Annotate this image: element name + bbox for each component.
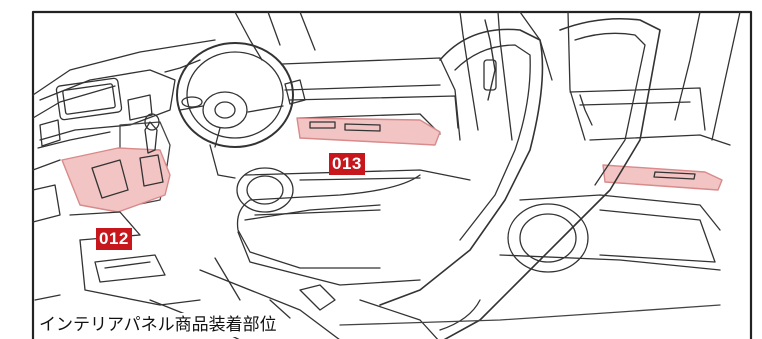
part-number-badge-013: 013: [329, 153, 365, 175]
figure-caption: インテリアパネル商品装着部位: [37, 313, 279, 337]
part-number-badge-012: 012: [96, 228, 132, 250]
frame-border: [31, 10, 753, 339]
b-pillar: [497, 11, 513, 141]
console-panel-highlight: [61, 147, 171, 213]
dash-top-line: [32, 39, 216, 96]
front-door-panel-highlight: [296, 117, 441, 146]
